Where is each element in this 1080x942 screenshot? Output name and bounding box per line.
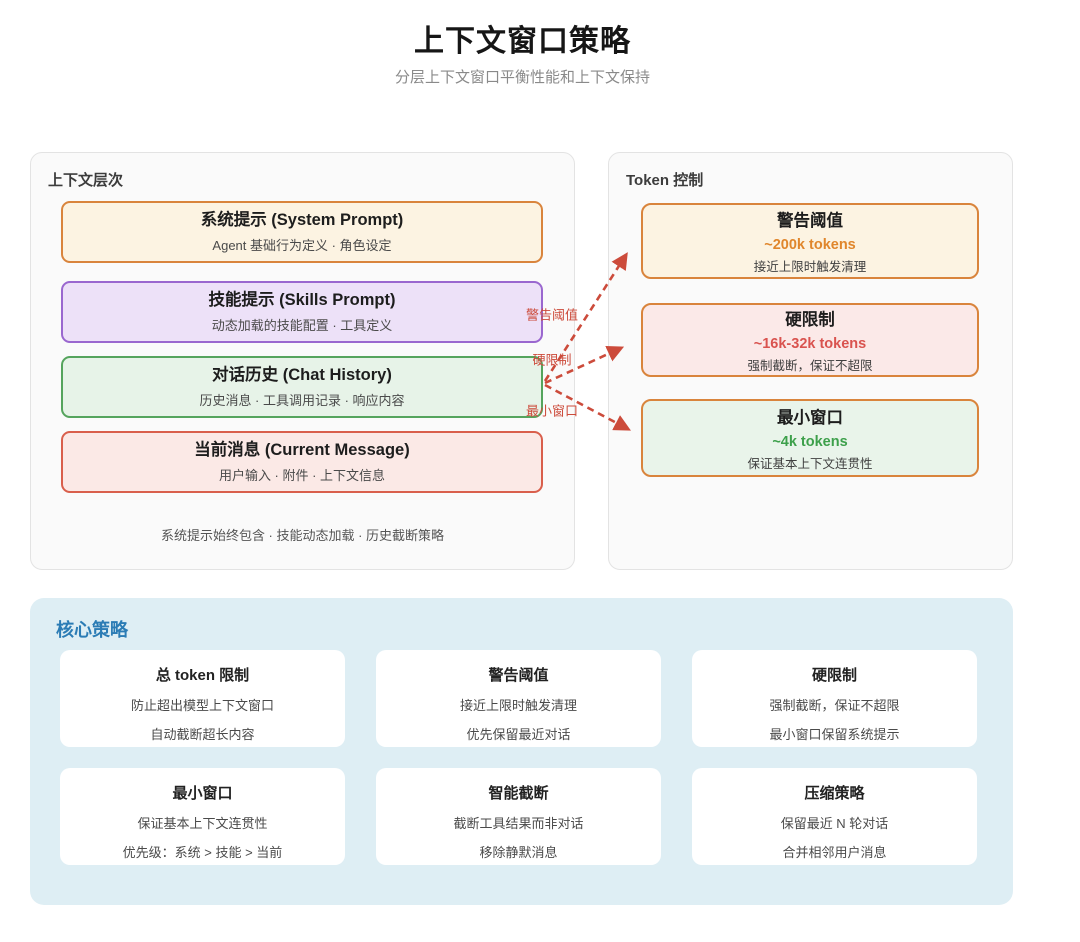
strategy-card-line: 强制截断，保证不超限: [769, 698, 900, 713]
chat-history-desc: 历史消息 · 工具调用记录 · 响应内容: [199, 392, 405, 408]
strategy-card-line: 保留最近 N 轮对话: [780, 816, 889, 831]
current-message-box: 当前消息 (Current Message) 用户输入 · 附件 · 上下文信息: [61, 431, 543, 493]
hard-limit-title: 硬限制: [785, 311, 835, 329]
chat-history-box: 对话历史 (Chat History) 历史消息 · 工具调用记录 · 响应内容: [61, 356, 543, 418]
strategy-card-warning-threshold: 警告阈值 接近上限时触发清理 优先保留最近对话: [376, 650, 661, 747]
skills-prompt-box: 技能提示 (Skills Prompt) 动态加载的技能配置 · 工具定义: [61, 281, 543, 343]
hard-limit-value: ~16k-32k tokens: [753, 336, 867, 352]
warning-threshold-value: ~200k tokens: [764, 237, 856, 253]
strategy-card-title: 硬限制: [811, 667, 857, 684]
strategy-card-line: 移除静默消息: [479, 845, 558, 860]
min-window-desc: 保证基本上下文连贯性: [747, 457, 873, 471]
token-control-panel: Token 控制 警告阈值 ~200k tokens 接近上限时触发清理 硬限制…: [608, 152, 1013, 570]
system-prompt-box: 系统提示 (System Prompt) Agent 基础行为定义 · 角色设定: [61, 201, 543, 263]
chat-history-title: 对话历史 (Chat History): [212, 366, 392, 385]
strategy-card-line: 防止超出模型上下文窗口: [130, 698, 274, 713]
strategy-card-title: 压缩策略: [804, 785, 865, 802]
token-control-panel-title: Token 控制: [626, 172, 704, 189]
context-hierarchy-panel: 上下文层次 系统提示 (System Prompt) Agent 基础行为定义 …: [30, 152, 575, 570]
strategy-card-line: 截断工具结果而非对话: [453, 816, 584, 831]
strategy-card-line: 最小窗口保留系统提示: [769, 727, 900, 742]
strategy-card-min-window: 最小窗口 保证基本上下文连贯性 优先级：系统 > 技能 > 当前: [60, 768, 345, 865]
strategy-card-line: 优先保留最近对话: [466, 727, 571, 742]
min-window-title: 最小窗口: [777, 409, 843, 427]
strategy-card-title: 最小窗口: [172, 785, 233, 802]
core-strategies-title: 核心策略: [56, 620, 128, 640]
strategy-card-line: 自动截断超长内容: [150, 727, 255, 742]
hard-limit-desc: 强制截断，保证不超限: [747, 359, 873, 373]
strategy-card-line: 接近上限时触发清理: [459, 698, 577, 713]
strategy-card-line: 合并相邻用户消息: [782, 845, 887, 860]
hard-limit-box: 硬限制 ~16k-32k tokens 强制截断，保证不超限: [641, 303, 979, 377]
strategy-card-title: 警告阈值: [488, 667, 549, 684]
min-window-box: 最小窗口 ~4k tokens 保证基本上下文连贯性: [641, 399, 979, 477]
strategy-card-line: 保证基本上下文连贯性: [137, 816, 268, 831]
hierarchy-note: 系统提示始终包含 · 技能动态加载 · 历史截断策略: [160, 528, 445, 543]
core-strategies-section: 核心策略 总 token 限制 防止超出模型上下文窗口 自动截断超长内容 警告阈…: [30, 598, 1013, 905]
context-hierarchy-panel-title: 上下文层次: [48, 172, 124, 189]
min-window-value: ~4k tokens: [772, 434, 848, 450]
strategy-card-title: 总 token 限制: [155, 667, 250, 684]
strategy-card-smart-truncation: 智能截断 截断工具结果而非对话 移除静默消息: [376, 768, 661, 865]
warning-threshold-title: 警告阈值: [777, 212, 843, 230]
page-subtitle: 分层上下文窗口平衡性能和上下文保持: [394, 69, 650, 86]
warning-threshold-desc: 接近上限时触发清理: [753, 260, 867, 274]
strategy-card-line: 优先级：系统 > 技能 > 当前: [122, 845, 283, 860]
skills-prompt-title: 技能提示 (Skills Prompt): [208, 291, 396, 310]
skills-prompt-desc: 动态加载的技能配置 · 工具定义: [211, 317, 393, 333]
current-message-desc: 用户输入 · 附件 · 上下文信息: [218, 467, 386, 483]
strategy-card-compression: 压缩策略 保留最近 N 轮对话 合并相邻用户消息: [692, 768, 977, 865]
system-prompt-desc: Agent 基础行为定义 · 角色设定: [212, 237, 392, 253]
current-message-title: 当前消息 (Current Message): [194, 441, 410, 460]
warning-threshold-box: 警告阈值 ~200k tokens 接近上限时触发清理: [641, 203, 979, 279]
strategy-card-title: 智能截断: [488, 785, 549, 802]
strategy-card-total-token-limit: 总 token 限制 防止超出模型上下文窗口 自动截断超长内容: [60, 650, 345, 747]
strategy-card-hard-limit: 硬限制 强制截断，保证不超限 最小窗口保留系统提示: [692, 650, 977, 747]
system-prompt-title: 系统提示 (System Prompt): [200, 211, 404, 230]
page-title: 上下文窗口策略: [414, 25, 631, 58]
